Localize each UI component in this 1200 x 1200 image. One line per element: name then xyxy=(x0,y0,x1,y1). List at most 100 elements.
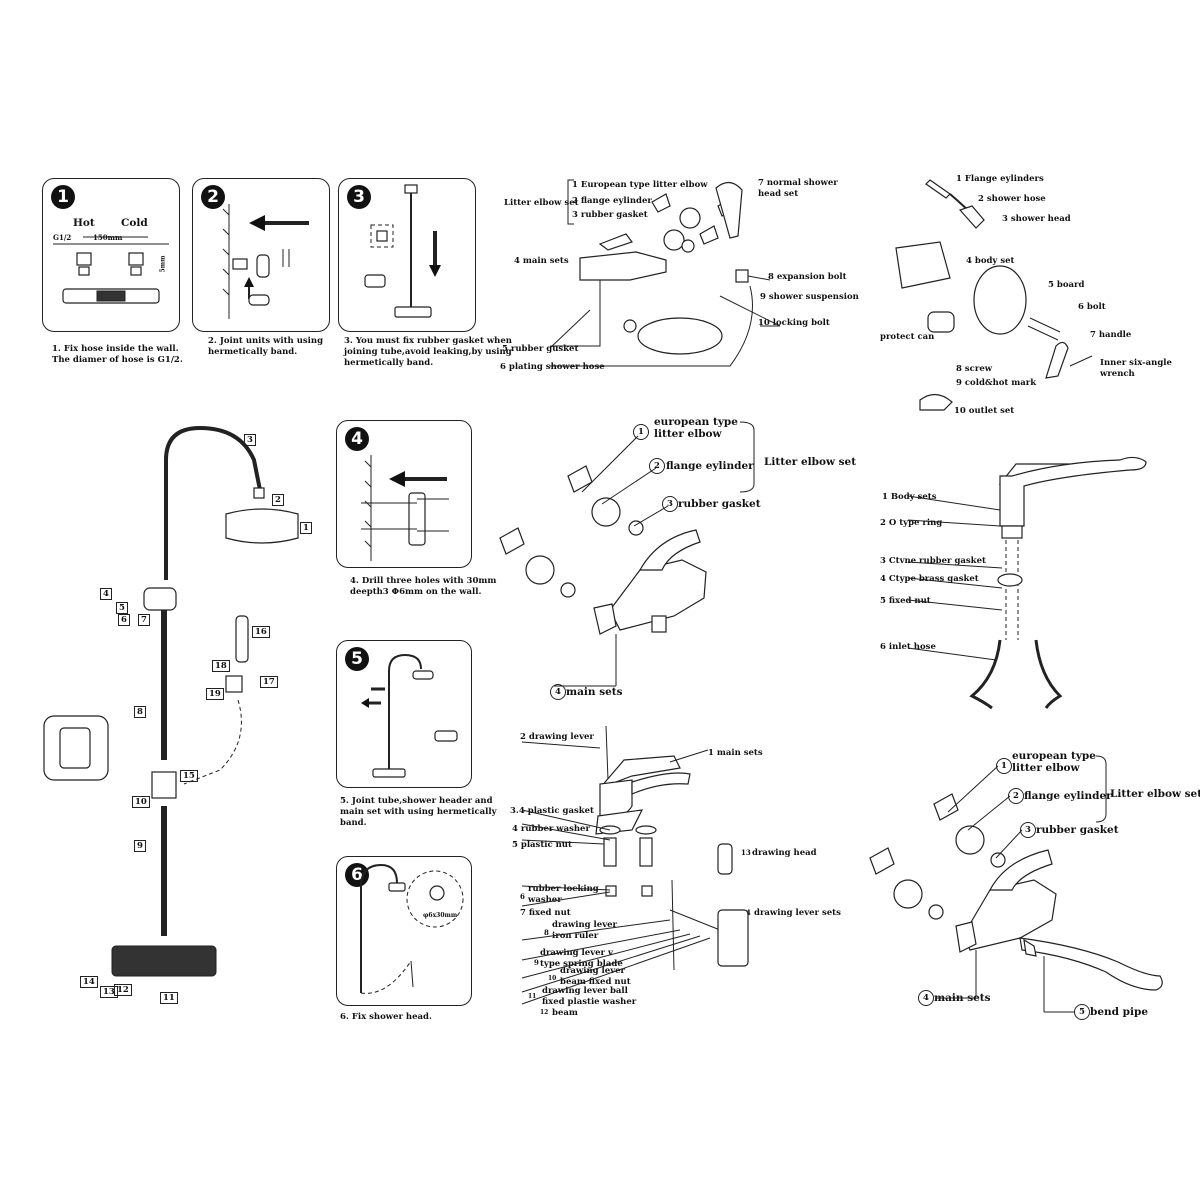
step-4-panel: 4 xyxy=(336,420,472,568)
concealed-wrench: Inner six-angle wrench xyxy=(1100,358,1172,379)
mixer-large-part-4: main sets xyxy=(566,686,623,698)
mixer-large-drawing xyxy=(499,421,755,687)
concealed-part-1: 1 Flange eylinders xyxy=(956,174,1044,184)
basin-part-14: drawing lever sets xyxy=(754,908,841,918)
basin-part-1: 1 main sets xyxy=(708,748,763,758)
concealed-part-9: 9 cold&hot mark xyxy=(956,378,1037,388)
mixer-large-part-1: european type litter elbow xyxy=(654,416,738,440)
kitchen-part-2: 2 O type ring xyxy=(880,518,943,528)
callout-14: 14 xyxy=(80,976,98,988)
kitchen-part-6: 6 inlet hose xyxy=(880,642,936,652)
wall-litter-elbow-label: Litter elbow set xyxy=(1110,788,1200,800)
concealed-set-drawing xyxy=(895,179,1093,411)
wall-part-1: european type litter elbow xyxy=(1012,750,1096,774)
basin-num-11: 11 xyxy=(528,993,537,1000)
basin-num-10: 10 xyxy=(548,975,557,982)
mixer-large-part-2: flange eylinder xyxy=(666,460,754,472)
kitchen-tap-drawing xyxy=(907,456,1147,710)
concealed-protect-can: protect can xyxy=(880,332,935,342)
concealed-part-5: 5 board xyxy=(1048,280,1085,290)
basin-mixer-drawing xyxy=(521,725,749,1005)
hot-label: Hot xyxy=(73,217,95,229)
basin-part-5: 5 plastic nut xyxy=(512,840,572,850)
mixer-large-num-3: 3 xyxy=(662,496,678,512)
basin-part-13: drawing head xyxy=(752,848,817,858)
joint-tube-illustration xyxy=(361,653,458,778)
callout-2: 2 xyxy=(272,494,284,506)
callout-12: 12 xyxy=(114,984,132,996)
step-1-panel: 1 Hot Cold G1/2 150mm 5mm xyxy=(42,178,180,332)
basin-part-8: drawing lever iron ruler xyxy=(552,920,618,941)
step-6-badge: 6 xyxy=(345,863,369,887)
wall-part-3: rubber gasket xyxy=(1036,824,1119,836)
concealed-part-6: 6 bolt xyxy=(1078,302,1106,312)
bath-part-6: 6 plating shower hose xyxy=(500,362,605,372)
callout-19: 19 xyxy=(206,688,224,700)
wall-part-2: flange eylinder xyxy=(1024,790,1112,802)
kitchen-part-3: 3 Ctvne rubber gasket xyxy=(880,556,986,566)
rubber-gasket-illustration xyxy=(364,184,441,318)
basin-num-13: 13 xyxy=(741,848,751,857)
step-6-caption: 6. Fix shower head. xyxy=(340,1012,432,1022)
concealed-part-4: 4 body set xyxy=(966,256,1015,266)
bath-litter-elbow-label: Litter elbow set xyxy=(504,198,579,208)
basin-part-11: drawing lever ball fixed plastie washer xyxy=(542,986,637,1007)
wall-num-5: 5 xyxy=(1074,1004,1090,1020)
basin-part-34: 3.4 plastic gasket xyxy=(510,806,594,816)
concealed-part-2: 2 shower hose xyxy=(978,194,1046,204)
concealed-part-8: 8 screw xyxy=(956,364,993,374)
kitchen-part-5: 5 fixed nut xyxy=(880,596,931,606)
bath-part-3: 3 rubber gasket xyxy=(572,210,648,220)
step-4-caption: 4. Drill three holes with 30mm deepth3 Φ… xyxy=(350,576,497,597)
step-5-panel: 5 xyxy=(336,640,472,788)
mixer-large-group: Litter elbow set xyxy=(764,456,857,468)
callout-18: 18 xyxy=(212,660,230,672)
callout-8: 8 xyxy=(134,706,146,718)
concealed-part-7: 7 handle xyxy=(1090,330,1132,340)
concealed-part-3: 3 shower head xyxy=(1002,214,1071,224)
bath-part-5: 5 rubber gusket xyxy=(502,344,579,354)
step-3-caption: 3. You must fix rubber gasket when joini… xyxy=(344,336,512,368)
basin-part-2: 2 drawing lever xyxy=(520,732,594,742)
callout-6: 6 xyxy=(118,614,130,626)
callout-9: 9 xyxy=(134,840,146,852)
callout-17: 17 xyxy=(260,676,278,688)
bath-part-9: 9 shower suspension xyxy=(760,292,859,302)
step-6-panel: 6 φ6x30mm xyxy=(336,856,472,1006)
kitchen-part-4: 4 Ctype brass gasket xyxy=(880,574,979,584)
basin-part-10: drawing lever beam fixed nut xyxy=(560,966,631,987)
step-2-badge: 2 xyxy=(201,185,225,209)
step-2-panel: 2 xyxy=(192,178,330,332)
bath-part-1: 1 European type litter elbow xyxy=(572,180,708,190)
mixer-large-num-4: 4 xyxy=(550,684,566,700)
fix-shower-head-illustration xyxy=(360,863,464,994)
wall-num-1: 1 xyxy=(996,758,1012,774)
wall-num-2: 2 xyxy=(1008,788,1024,804)
kitchen-part-1: 1 Body sets xyxy=(882,492,937,502)
bath-part-10: 10 locking bolt xyxy=(758,318,830,328)
bath-mixer-drawing xyxy=(549,181,781,367)
basin-part-7: 7 fixed nut xyxy=(520,908,571,918)
wall-mixer-drawing xyxy=(869,755,1163,1013)
basin-num-8: 8 xyxy=(544,928,549,937)
concealed-part-10: 10 outlet set xyxy=(954,406,1015,416)
callout-7: 7 xyxy=(138,614,150,626)
bath-part-2: 2 flange eylinder xyxy=(572,196,652,206)
step-1-badge: 1 xyxy=(51,185,75,209)
bath-brace xyxy=(567,179,574,225)
drill-holes-illustration xyxy=(361,455,449,561)
step-4-badge: 4 xyxy=(345,427,369,451)
wall-num-3: 3 xyxy=(1020,822,1036,838)
shower-column-diagram xyxy=(43,425,299,977)
step-5-caption: 5. Joint tube,shower header and main set… xyxy=(340,796,497,828)
wall-part-5: bend pipe xyxy=(1090,1006,1149,1018)
g12-label: G1/2 xyxy=(53,233,72,242)
callout-5: 5 xyxy=(116,602,128,614)
step-2-caption: 2. Joint units with using hermetically b… xyxy=(208,336,324,357)
basin-part-12: beam xyxy=(552,1008,578,1018)
wall-num-4: 4 xyxy=(918,990,934,1006)
callout-11: 11 xyxy=(160,992,178,1004)
mixer-large-num-1: 1 xyxy=(633,424,649,440)
callout-16: 16 xyxy=(252,626,270,638)
callout-1: 1 xyxy=(300,522,312,534)
